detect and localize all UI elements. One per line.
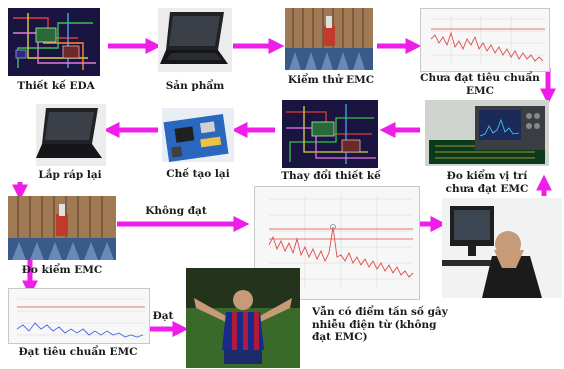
fail-edge-label: Không đạt — [145, 205, 207, 217]
fail-standard-label: Chưa đạt tiêu chuẩn EMC — [420, 72, 540, 97]
locate-fail-label: Đo kiểm vị trí chưa đạt EMC — [445, 170, 529, 195]
emc-measure-label: Đo kiểm EMC — [21, 264, 103, 276]
laptop-reassembled-image — [36, 104, 106, 166]
pass-standard-label: Đạt tiêu chuẩn EMC — [18, 346, 138, 358]
still-fail-note: Vẫn có điểm tần số gây nhiễu điện từ (kh… — [312, 306, 448, 344]
anechoic-chamber-measure-image — [8, 196, 116, 260]
pass-spectrum-plot — [8, 288, 150, 344]
anechoic-chamber-image — [285, 8, 373, 70]
remanufacture-label: Chế tạo lại — [166, 168, 230, 180]
changed-pcb-image — [282, 100, 378, 168]
product-label: Sản phẩm — [165, 80, 225, 92]
change-design-label: Thay đổi thiết kế — [281, 170, 381, 182]
pass-edge-label: Đạt — [152, 310, 174, 322]
circuit-board-image — [162, 108, 234, 162]
celebrating-player-image — [186, 268, 300, 368]
eda-design-label: Thiết kế EDA — [17, 80, 95, 92]
spectrum-analyzer-image — [425, 100, 549, 166]
spectrum-plot-image — [420, 8, 550, 72]
emc-test-label: Kiểm thử EMC — [287, 74, 375, 86]
pcb-layout-image — [8, 8, 100, 76]
frustrated-engineer-image — [442, 198, 562, 298]
reassemble-label: Lắp ráp lại — [38, 169, 102, 181]
laptop-image — [158, 8, 232, 72]
